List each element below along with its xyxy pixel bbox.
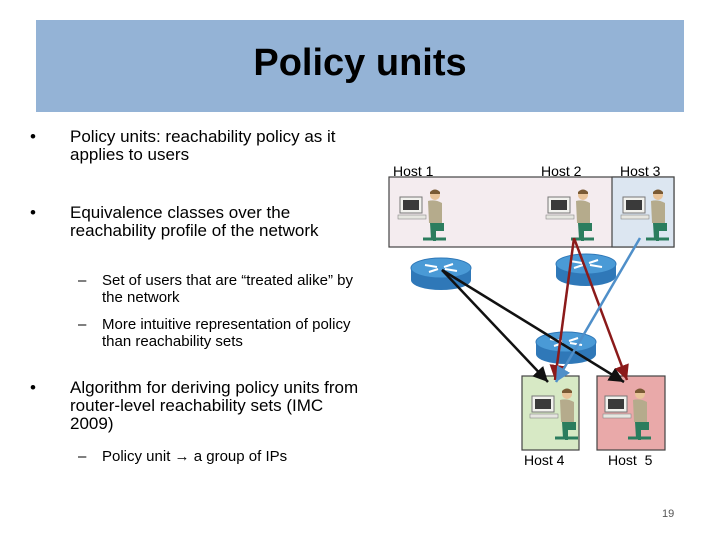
link-host2-to-host4 xyxy=(549,237,576,381)
bullet-2-text: Equivalence classes over the reachabilit… xyxy=(70,203,319,240)
sub-bullet-1: – Set of users that are “treated alike” … xyxy=(78,272,370,306)
host-1-label: Host 1 xyxy=(393,163,434,179)
bullet-2: • Equivalence classes over the reachabil… xyxy=(30,204,370,240)
link-host1-to-host4 xyxy=(441,269,549,383)
slide-title: Policy units xyxy=(253,42,467,84)
title-band: Policy units xyxy=(36,20,684,112)
router-left-icon xyxy=(410,257,472,291)
page-number: 19 xyxy=(662,508,675,520)
sub-bullet-2-text: More intuitive representation of policy … xyxy=(102,316,351,350)
link-host2-to-host5 xyxy=(572,237,629,381)
host-4-label: Host 4 xyxy=(524,452,565,468)
bullet-3: • Algorithm for deriving policy units fr… xyxy=(30,379,370,433)
sub-bullet-3: – Policy unit → a group of IPs xyxy=(78,448,288,465)
host-2-label: Host 2 xyxy=(541,163,582,179)
arrow-right-icon: → xyxy=(174,448,190,465)
host-5-label: Host 5 xyxy=(608,452,653,468)
sub-bullet-2: – More intuitive representation of polic… xyxy=(78,316,370,350)
host-3-label: Host 3 xyxy=(620,163,661,179)
bullet-1: • Policy units: reachability policy as i… xyxy=(30,128,370,164)
sub-bullet-3-text-2: a group of IPs xyxy=(193,448,288,465)
bullet-3-text: Algorithm for deriving policy units from… xyxy=(70,378,359,433)
link-host3-to-host4 xyxy=(554,237,642,383)
link-host1-to-host5 xyxy=(441,268,625,384)
sub-bullet-1-text: Set of users that are “treated alike” by… xyxy=(102,272,353,306)
sub-bullet-3-text: Policy unit xyxy=(102,448,171,465)
bullet-1-text: Policy units: reachability policy as it … xyxy=(70,127,336,164)
